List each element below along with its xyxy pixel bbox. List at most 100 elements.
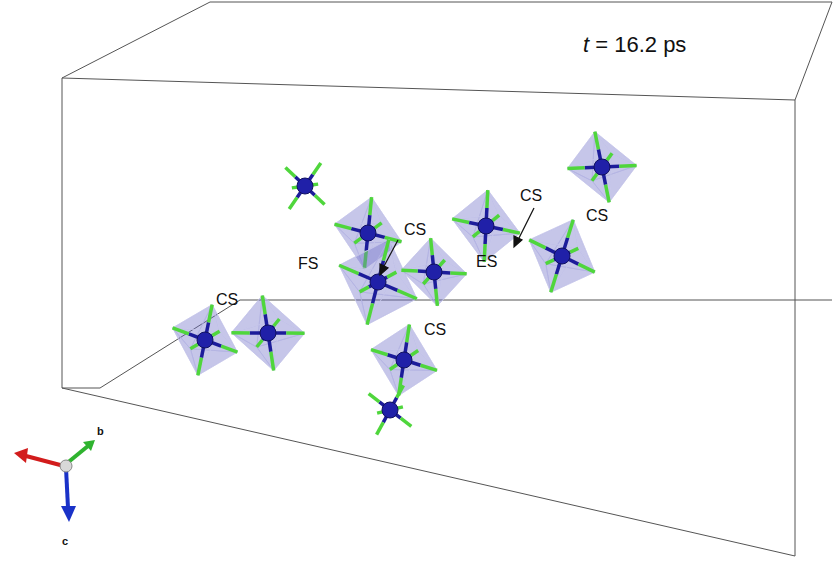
bond	[360, 287, 369, 292]
bond	[370, 197, 372, 215]
axis-triad	[14, 440, 95, 522]
bond	[367, 303, 372, 324]
octahedron-face	[173, 328, 220, 375]
bond	[198, 358, 202, 376]
bond	[257, 340, 263, 347]
octahedron	[452, 190, 520, 262]
metal-atom	[360, 225, 376, 241]
metal-atom	[297, 178, 313, 194]
sharing-label: CS	[586, 208, 608, 224]
octahedron-face	[339, 265, 396, 324]
metal-atom	[260, 325, 276, 341]
bond	[567, 166, 584, 170]
metal-atom	[426, 264, 442, 280]
octahedron	[401, 238, 466, 306]
octahedron-face	[529, 240, 578, 292]
metal-atom	[478, 218, 494, 234]
bond	[493, 215, 500, 220]
bond	[529, 240, 545, 248]
bond	[387, 272, 396, 277]
octahedron-face	[452, 190, 499, 219]
bond	[315, 195, 325, 204]
bond	[606, 185, 610, 203]
metal-atom	[396, 352, 412, 368]
sharing-label: CS	[520, 188, 542, 204]
sharing-label: CS	[216, 292, 238, 308]
bond	[371, 350, 388, 355]
box-edge	[795, 100, 796, 556]
box-edge	[210, 2, 832, 3]
octahedra	[173, 132, 637, 435]
octahedron	[231, 295, 304, 370]
simulation-box	[62, 2, 832, 556]
box-edge	[795, 2, 832, 100]
metal-atom	[382, 402, 398, 418]
bond	[503, 230, 520, 234]
sharing-label: CS	[424, 322, 446, 338]
metal-atom	[370, 274, 386, 290]
box-edge	[62, 2, 210, 78]
bond	[289, 198, 297, 210]
axis-c	[66, 468, 68, 508]
octahedron-face	[609, 153, 636, 202]
octahedron	[285, 163, 324, 209]
bond	[397, 385, 404, 397]
bond	[473, 231, 480, 236]
bond	[335, 224, 352, 228]
axis-label: b	[97, 426, 104, 437]
octahedron	[173, 305, 238, 376]
sharing-label: FS	[298, 256, 318, 272]
octahedron-face	[371, 350, 418, 396]
bond	[390, 365, 397, 370]
octahedron	[369, 385, 412, 434]
bond	[439, 260, 444, 266]
octahedron	[567, 132, 636, 203]
bond	[375, 223, 382, 228]
box-edge	[62, 388, 100, 389]
bond	[485, 190, 489, 208]
bond	[421, 365, 438, 370]
bond	[377, 422, 384, 434]
bond	[401, 268, 417, 272]
bond	[212, 331, 219, 335]
bond	[568, 220, 574, 238]
bond	[190, 344, 197, 348]
arrowhead	[514, 236, 522, 247]
bond	[369, 394, 380, 402]
octahedron	[339, 239, 417, 324]
bond	[285, 168, 295, 177]
arrowhead	[380, 264, 388, 275]
leader-line	[383, 240, 398, 268]
bond	[592, 174, 597, 181]
bond	[231, 331, 249, 335]
axis-a	[26, 456, 64, 466]
octahedron	[529, 220, 595, 293]
axis-label: c	[62, 536, 68, 547]
metal-atom	[594, 159, 610, 175]
octahedron-face	[567, 153, 612, 202]
bond	[551, 274, 557, 292]
metal-atom	[554, 248, 570, 264]
leader-line	[518, 208, 534, 240]
sharing-label: ES	[476, 254, 497, 270]
bond	[274, 319, 280, 326]
bond	[452, 219, 469, 223]
box-edge	[62, 388, 795, 556]
bond	[221, 346, 237, 352]
bond	[397, 290, 416, 298]
time-stamp: t = 16.2 ps	[583, 34, 686, 56]
bond	[607, 153, 612, 160]
box-edge	[100, 300, 240, 388]
bond	[271, 352, 274, 371]
arrowhead	[83, 440, 95, 451]
arrowhead	[14, 448, 28, 463]
bond	[570, 248, 578, 252]
bond	[313, 163, 321, 175]
bond	[354, 238, 361, 243]
octahedron-face	[371, 324, 418, 350]
axis-origin	[60, 460, 72, 472]
bond	[173, 328, 189, 334]
octahedron-face	[401, 260, 444, 306]
box-edge	[62, 78, 795, 100]
